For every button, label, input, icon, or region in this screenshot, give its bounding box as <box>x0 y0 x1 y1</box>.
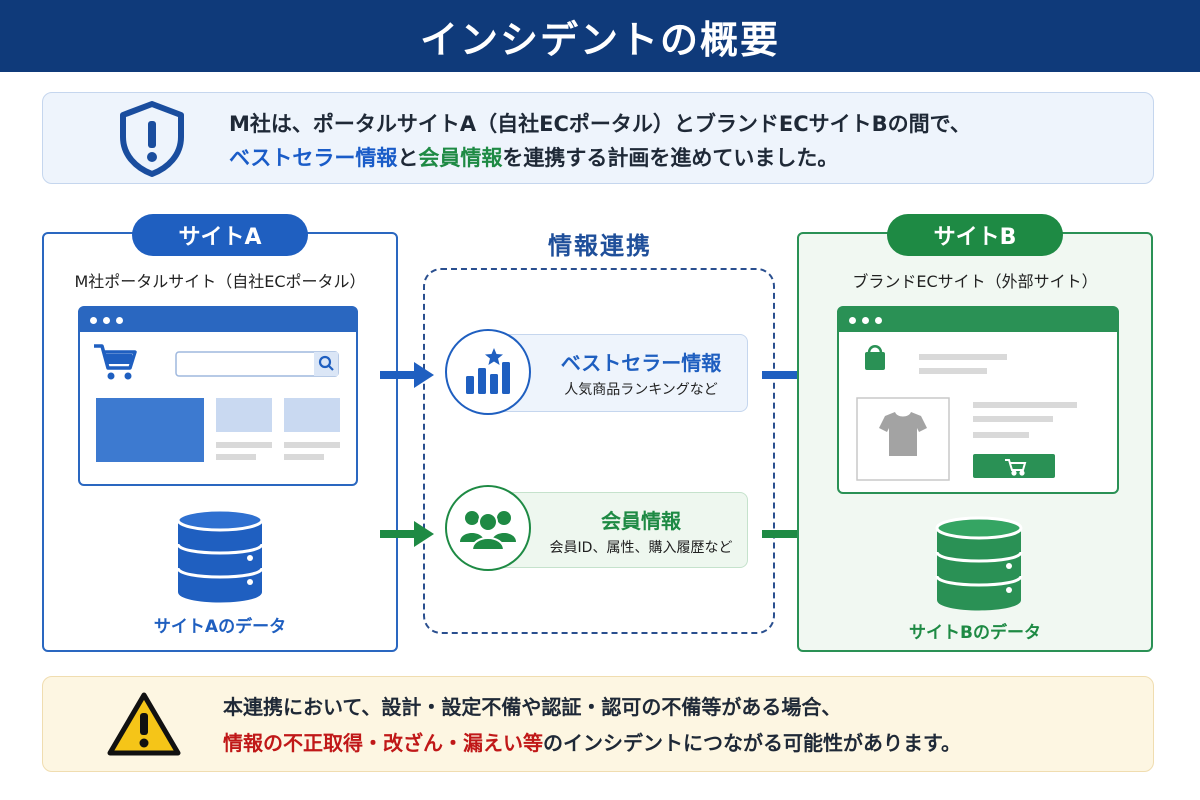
site-a-panel: サイトA M社ポータルサイト（自社ECポータル） <box>42 214 398 652</box>
site-a-db-label: サイトAのデータ <box>153 617 287 637</box>
site-a-browser-window <box>78 306 358 486</box>
site-a-label: サイトA <box>132 214 308 256</box>
member-icon-circle <box>445 485 531 571</box>
site-b-subtitle: ブランドECサイト（外部サイト） <box>852 272 1098 291</box>
shield-exclamation-icon <box>120 101 184 177</box>
warning-box: 本連携において、設計・設定不備や認証・認可の不備等がある場合、 情報の不正取得・… <box>42 676 1154 772</box>
member-desc: 会員ID、属性、購入履歴など <box>549 540 733 556</box>
site-a-subtitle: M社ポータルサイト（自社ECポータル） <box>74 272 366 291</box>
intro-line-2: ベストセラー情報と会員情報を連携する計画を進めていました。 <box>229 141 971 175</box>
header-banner: インシデントの概要 <box>0 0 1200 72</box>
arrow-right-icon <box>380 521 434 547</box>
tshirt-icon <box>879 412 927 456</box>
page-title: インシデントの概要 <box>419 17 780 62</box>
intro-line-2-rest: を連携する計画を進めていました。 <box>502 146 839 170</box>
data-integration-area <box>423 268 775 634</box>
database-icon <box>935 516 1023 611</box>
bestseller-desc: 人気商品ランキングなど <box>564 382 718 398</box>
cart-icon <box>94 344 137 380</box>
site-b-label: サイトB <box>887 214 1063 256</box>
database-icon <box>176 508 264 603</box>
intro-connector-text: と <box>397 146 419 170</box>
bar-chart-star-icon <box>466 348 510 394</box>
intro-member-highlight: 会員情報 <box>418 146 503 170</box>
search-icon <box>318 355 334 371</box>
search-input-mock <box>175 351 339 377</box>
warning-risk-highlight: 情報の不正取得・改ざん・漏えい等 <box>223 731 543 755</box>
search-button-mock <box>314 352 338 376</box>
site-b-browser-window <box>837 306 1119 494</box>
warning-line-2: 情報の不正取得・改ざん・漏えい等のインシデントにつながる可能性があります。 <box>223 725 961 761</box>
center-title: 情報連携 <box>548 232 652 260</box>
intro-box: M社は、ポータルサイトA（自社ECポータル）とブランドECサイトBの間で、 ベス… <box>42 92 1154 184</box>
cart-icon <box>1005 459 1027 476</box>
site-b-db-label: サイトBのデータ <box>909 623 1041 643</box>
site-b-page-mock <box>856 345 1077 481</box>
shopping-bag-icon <box>865 345 885 370</box>
site-b-panel: サイトB ブランドECサイト（外部サイト） <box>797 214 1153 652</box>
warning-line-2-rest: のインシデントにつながる可能性があります。 <box>543 731 961 755</box>
hero-image-mock <box>96 398 204 462</box>
warning-triangle-icon <box>107 692 181 756</box>
warning-line-1: 本連携において、設計・設定不備や認証・認可の不備等がある場合、 <box>223 695 842 719</box>
intro-bestseller-highlight: ベストセラー情報 <box>229 146 398 170</box>
people-group-icon <box>460 511 516 551</box>
browser-title-bar <box>839 308 1117 332</box>
site-a-page-mock <box>94 344 340 462</box>
bestseller-icon-circle <box>445 329 531 415</box>
member-title: 会員情報 <box>601 509 681 533</box>
bestseller-title: ベストセラー情報 <box>560 351 722 375</box>
add-to-cart-button-mock <box>973 454 1055 478</box>
browser-title-bar <box>80 308 356 332</box>
arrow-right-icon <box>380 362 434 388</box>
intro-line-1: M社は、ポータルサイトA（自社ECポータル）とブランドECサイトBの間で、 <box>229 112 971 136</box>
